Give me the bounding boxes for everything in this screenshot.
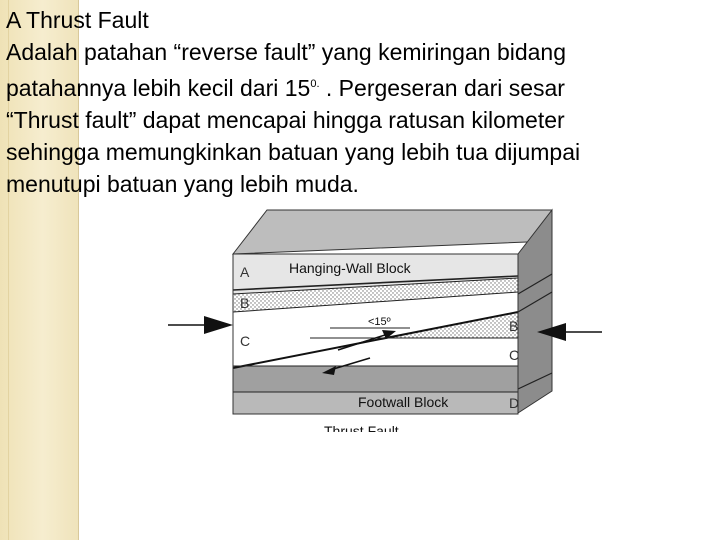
hanging-wall-layer-b — [233, 278, 518, 312]
block-front-outline — [232, 253, 519, 415]
body-line-2: patahannya lebih kecil dari 150. . Perge… — [6, 68, 718, 104]
thrust-fault-svg: <15º Hanging-Wall Block Footwall Block A… — [168, 208, 602, 439]
body-line-3: “Thrust fault” dapat mencapai hingga rat… — [6, 107, 565, 133]
layer-label-c-left: C — [240, 333, 250, 349]
degree-superscript: 0. — [310, 78, 320, 90]
slip-arrow-down-shaft — [329, 357, 371, 371]
decorative-side-strip — [0, 0, 79, 540]
body-line-1: Adalah patahan “reverse fault” yang kemi… — [6, 39, 567, 65]
left-compression-arrow-head — [204, 316, 233, 334]
fault-plane-upper — [232, 275, 519, 291]
body-line-4: sehingga memungkinkan batuan yang lebih … — [6, 139, 581, 165]
footwall-layer-c-left — [233, 338, 310, 368]
side-layer-line-2 — [517, 291, 553, 313]
body-line-2-end: . Pergeseran dari sesar — [319, 75, 565, 101]
layer-boundary-ab — [232, 277, 519, 295]
footwall-layer-d-shade — [233, 366, 518, 392]
slide-title: A Thrust Fault — [6, 7, 149, 33]
side-layer-line-3 — [517, 372, 553, 390]
body-line-2-start: patahannya lebih kecil dari 15 — [6, 75, 311, 101]
layer-label-c-right: C — [509, 347, 519, 363]
hanging-wall-layer-a — [233, 254, 518, 290]
hanging-wall-label: Hanging-Wall Block — [289, 260, 412, 276]
layer-label-b-right: B — [509, 318, 518, 334]
side-strip-line — [8, 0, 9, 540]
block-top-face — [231, 209, 553, 255]
slip-arrow-up-head — [382, 330, 396, 339]
angle-label: <15º — [368, 316, 391, 328]
side-layer-line-1 — [517, 273, 553, 295]
thrust-fault-diagram: <15º Hanging-Wall Block Footwall Block A… — [160, 208, 610, 439]
body-line-5: menutupi batuan yang lebih muda. — [6, 171, 359, 197]
footwall-label: Footwall Block — [358, 394, 449, 410]
diagram-caption: Thrust Fault — [324, 423, 399, 432]
layer-label-d: D — [509, 395, 519, 411]
footwall-layer-d — [233, 392, 518, 414]
right-compression-arrow-head — [537, 323, 566, 341]
layer-boundary-bc — [232, 291, 519, 313]
slip-arrow-up-shaft — [337, 333, 389, 351]
layer-label-a: A — [240, 264, 250, 280]
fault-plane — [232, 311, 519, 369]
layer-label-b-left: B — [240, 295, 249, 311]
slide-text: A Thrust Fault Adalah patahan “reverse f… — [6, 4, 718, 200]
slip-arrow-down-head — [322, 366, 336, 375]
